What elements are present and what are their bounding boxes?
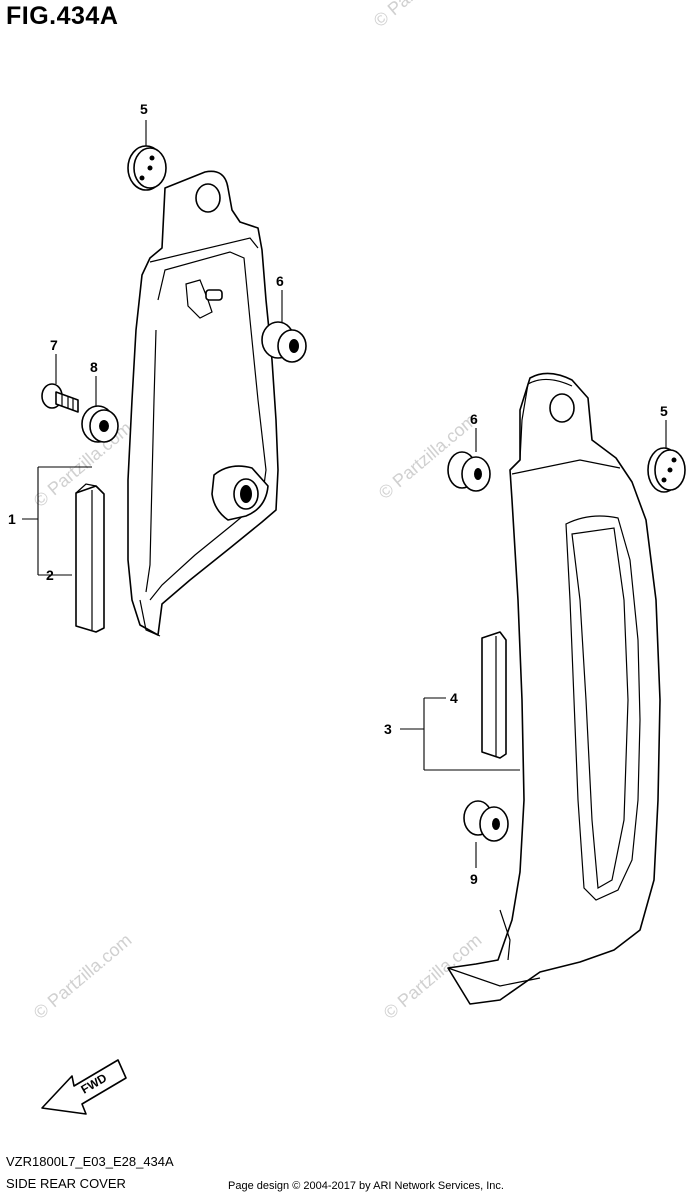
grommet-part-6-left[interactable] [261, 321, 307, 363]
diagram-name: SIDE REAR COVER [6, 1176, 126, 1191]
figure-title: FIG.434A [6, 2, 119, 30]
callout-4: 4 [450, 690, 458, 706]
grommet-part-9[interactable] [463, 800, 509, 842]
bolt-part-7[interactable] [41, 383, 79, 413]
callout-9: 9 [470, 871, 478, 887]
grommet-part-5-right[interactable] [647, 447, 686, 493]
page-credit: Page design © 2004-2017 by ARI Network S… [228, 1180, 504, 1192]
fwd-arrow-icon: FWD [41, 1059, 127, 1115]
callout-6-left: 6 [276, 273, 284, 289]
callout-5-top: 5 [140, 101, 148, 117]
leader-lines [22, 120, 667, 868]
callout-6-right: 6 [470, 411, 478, 427]
trim-strip-part-2[interactable] [75, 483, 105, 633]
diagram-code: VZR1800L7_E03_E28_434A [6, 1154, 174, 1169]
grommet-part-6-right[interactable] [447, 451, 491, 492]
grommet-part-5-top[interactable] [127, 145, 167, 191]
right-side-cover-part[interactable] [447, 372, 661, 1005]
left-side-cover-part[interactable] [127, 170, 279, 637]
trim-strip-part-4[interactable] [481, 631, 507, 759]
watermark-3: © Partzilla.com [30, 930, 136, 1023]
callout-8: 8 [90, 359, 98, 375]
watermark-5: © Partzilla.com [370, 0, 476, 31]
callout-3: 3 [384, 721, 392, 737]
callout-5-right: 5 [660, 403, 668, 419]
grommet-part-8[interactable] [81, 405, 119, 443]
callout-7: 7 [50, 337, 58, 353]
callout-2: 2 [46, 567, 54, 583]
callout-1: 1 [8, 511, 16, 527]
